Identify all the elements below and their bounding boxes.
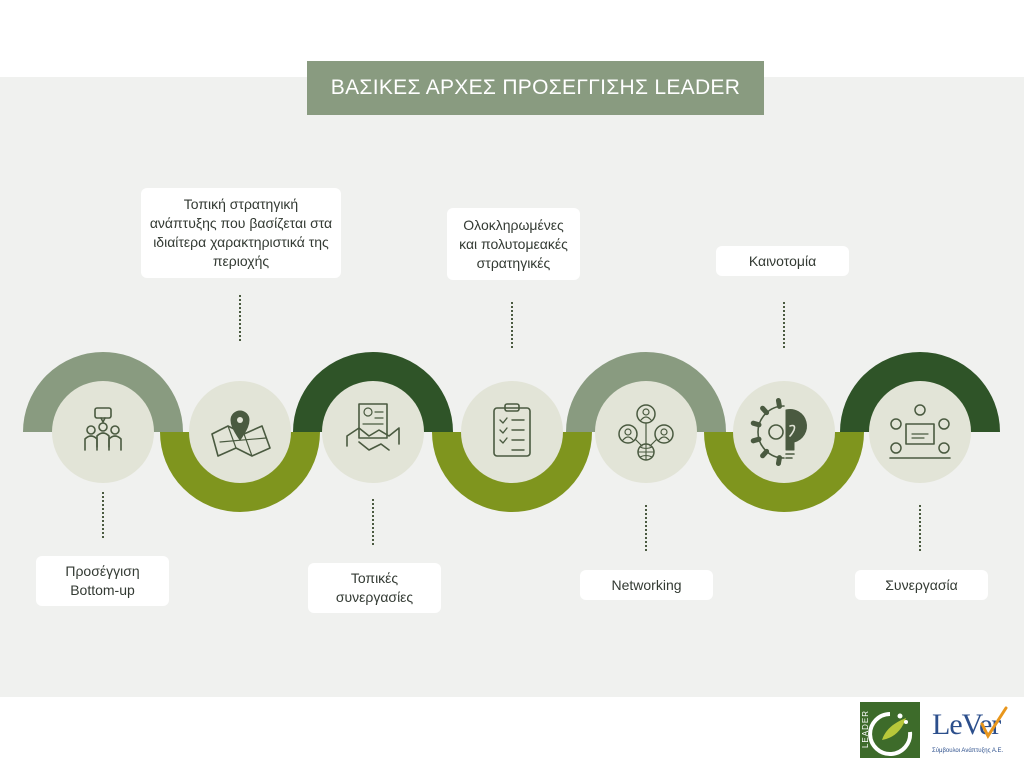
leader-logo: LEADER [860,702,920,758]
step-arc-5 [566,352,726,433]
network-globe-icon [618,404,674,461]
step-label-text: Καινοτομία [748,252,817,269]
step-circle-1 [52,381,154,483]
checklist-clipboard-icon [493,403,531,457]
step-connector-7 [919,505,921,551]
lever-logo-subtitle: Σύμβουλοι Ανάπτυξης Α.Ε. [932,748,1004,754]
step-arc-7 [840,352,1000,433]
team-meeting-icon [889,404,951,459]
step-circle-3 [322,381,424,483]
step-label-text: Συνεργασία [885,576,958,593]
step-label-text: Networking [611,576,682,593]
step-connector-3 [372,499,374,545]
step-label-6: Καινοτομία [716,246,849,276]
step-connector-2 [239,295,241,341]
people-speech-icon [84,407,122,451]
step-circle-4 [461,381,563,483]
step-connector-5 [645,505,647,551]
step-label-5: Networking [580,570,713,600]
lever-logo: LeVer Σύμβουλοι Ανάπτυξης Α.Ε. [930,704,1020,760]
handshake-document-icon [346,403,400,451]
step-arc-2 [160,431,320,512]
step-arc-6 [704,431,864,512]
step-connector-6 [783,302,785,348]
step-circle-6 [733,381,835,483]
leaf-icon [868,712,913,756]
step-arc-1 [23,352,183,433]
map-pin-icon [211,410,271,457]
step-connector-1 [102,492,104,538]
gear-bulb-icon [750,397,807,467]
step-circle-7 [869,381,971,483]
check-swoosh-icon [980,706,1008,740]
diagram-title: ΒΑΣΙΚΕΣ ΑΡΧΕΣ ΠΡΟΣΕΓΓΙΣΗΣ LEADER [307,61,764,115]
step-label-7: Συνεργασία [855,570,988,600]
step-arc-3 [293,352,453,433]
step-arc-4 [432,431,592,512]
step-connector-4 [511,302,513,348]
